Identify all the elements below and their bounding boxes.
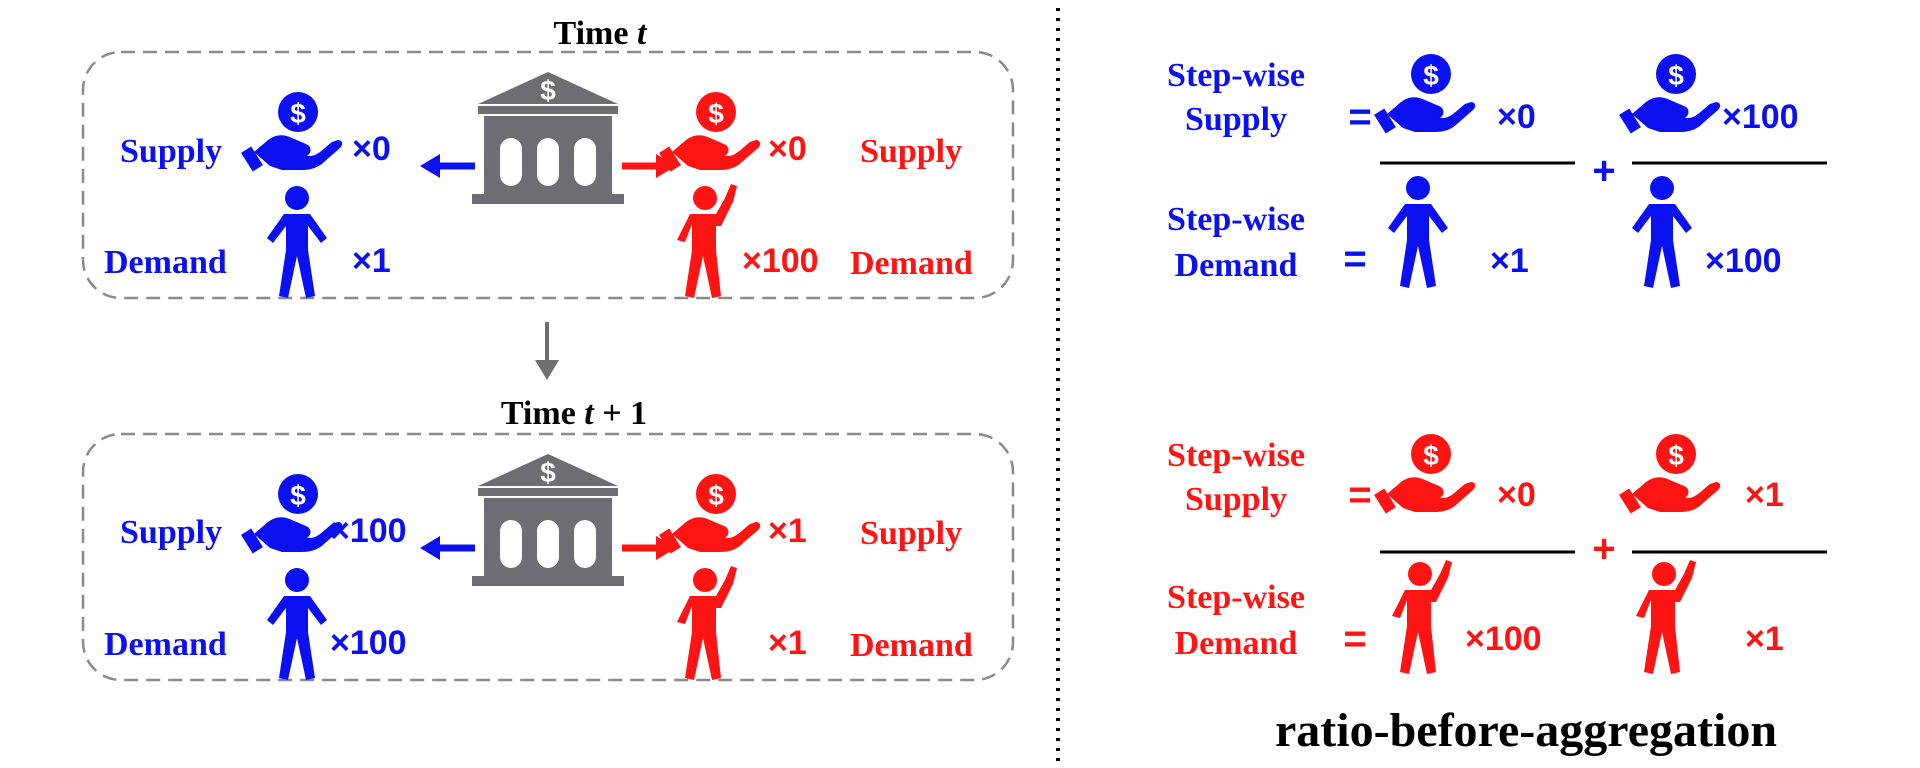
- red-supply-hand-icon: [1374, 434, 1476, 514]
- red-supply-hand-icon: [659, 92, 761, 172]
- red-term1-supply-mult: ×0: [1497, 476, 1536, 514]
- red-term2-demand-mult: ×1: [1745, 620, 1784, 658]
- red-stepwise-supply-label-2: Supply: [1185, 481, 1287, 518]
- blue-supply-hand-icon: [241, 474, 343, 554]
- red-arrowhead-icon: [656, 536, 676, 560]
- time-t1-frame: [81, 432, 1015, 682]
- blue-person-icon: [1632, 176, 1692, 288]
- red-stepwise-supply-label-1: Step-wise: [1167, 437, 1305, 474]
- red-demand-label-t: Demand: [850, 245, 973, 282]
- blue-demand-label-t1: Demand: [104, 626, 227, 663]
- blue-stepwise-supply-label-1: Step-wise: [1167, 57, 1305, 94]
- blue-stepwise-demand-label-2: Demand: [1175, 247, 1298, 284]
- red-term1-demand-mult: ×100: [1465, 620, 1542, 658]
- blue-supply-hand-icon: [1374, 54, 1476, 134]
- blue-person-icon: [1388, 176, 1448, 288]
- blue-supply-equals: =: [1348, 95, 1371, 139]
- red-supply-equals: =: [1348, 473, 1371, 517]
- red-supply-label-t1: Supply: [860, 515, 962, 552]
- time-t1-title: Time t + 1: [501, 395, 647, 432]
- red-supply-label-t: Supply: [860, 133, 962, 170]
- red-demand-mult-t: ×100: [742, 242, 819, 280]
- blue-stepwise-supply-label-2: Supply: [1185, 101, 1287, 138]
- blue-supply-hand-icon: [1619, 54, 1721, 134]
- blue-supply-mult-t: ×0: [352, 130, 391, 168]
- blue-stepwise-demand-label-1: Step-wise: [1167, 201, 1305, 238]
- red-plus-sign: +: [1592, 527, 1615, 571]
- blue-term2-demand-mult: ×100: [1705, 242, 1782, 280]
- svg-text:$: $: [540, 457, 556, 488]
- bank-icon: $: [472, 72, 624, 204]
- blue-supply-label-t1: Supply: [120, 514, 222, 551]
- red-supply-hand-icon: [659, 474, 761, 554]
- blue-term1-demand-mult: ×1: [1490, 242, 1529, 280]
- red-supply-mult-t1: ×1: [768, 512, 807, 550]
- red-stepwise-demand-label-2: Demand: [1175, 625, 1298, 662]
- red-waving-person-icon: [1392, 560, 1452, 674]
- red-demand-label-t1: Demand: [850, 627, 973, 664]
- blue-supply-hand-icon: [241, 92, 343, 172]
- blue-person-icon: [267, 186, 327, 298]
- red-supply-hand-icon: [1619, 434, 1721, 514]
- red-arrowhead-icon: [656, 154, 676, 178]
- blue-person-icon: [267, 568, 327, 680]
- red-supply-mult-t: ×0: [768, 130, 807, 168]
- svg-text:$: $: [540, 75, 556, 106]
- blue-supply-label-t: Supply: [120, 133, 222, 170]
- blue-supply-mult-t1: ×100: [330, 512, 407, 550]
- blue-plus-sign: +: [1592, 149, 1615, 193]
- blue-term1-supply-mult: ×0: [1497, 98, 1536, 136]
- red-demand-mult-t1: ×1: [768, 624, 807, 662]
- blue-arrowhead-icon: [420, 154, 440, 178]
- red-waving-person-icon: [1636, 560, 1696, 674]
- time-t-title: Time t: [554, 15, 648, 52]
- blue-demand-mult-t1: ×100: [330, 624, 407, 662]
- blue-term2-supply-mult: ×100: [1722, 98, 1799, 136]
- blue-demand-equals: =: [1343, 237, 1366, 281]
- time-t-frame: [81, 50, 1015, 300]
- blue-demand-label-t: Demand: [104, 244, 227, 281]
- red-term2-supply-mult: ×1: [1745, 476, 1784, 514]
- blue-arrowhead-icon: [420, 536, 440, 560]
- red-stepwise-demand-label-1: Step-wise: [1167, 579, 1305, 616]
- bank-icon: $: [472, 454, 624, 586]
- red-waving-person-icon: [677, 566, 737, 680]
- caption: ratio-before-aggregation: [1275, 704, 1777, 757]
- red-demand-equals: =: [1343, 617, 1366, 661]
- blue-demand-mult-t: ×1: [352, 242, 391, 280]
- red-waving-person-icon: [677, 184, 737, 298]
- down-arrow-icon: [535, 360, 559, 380]
